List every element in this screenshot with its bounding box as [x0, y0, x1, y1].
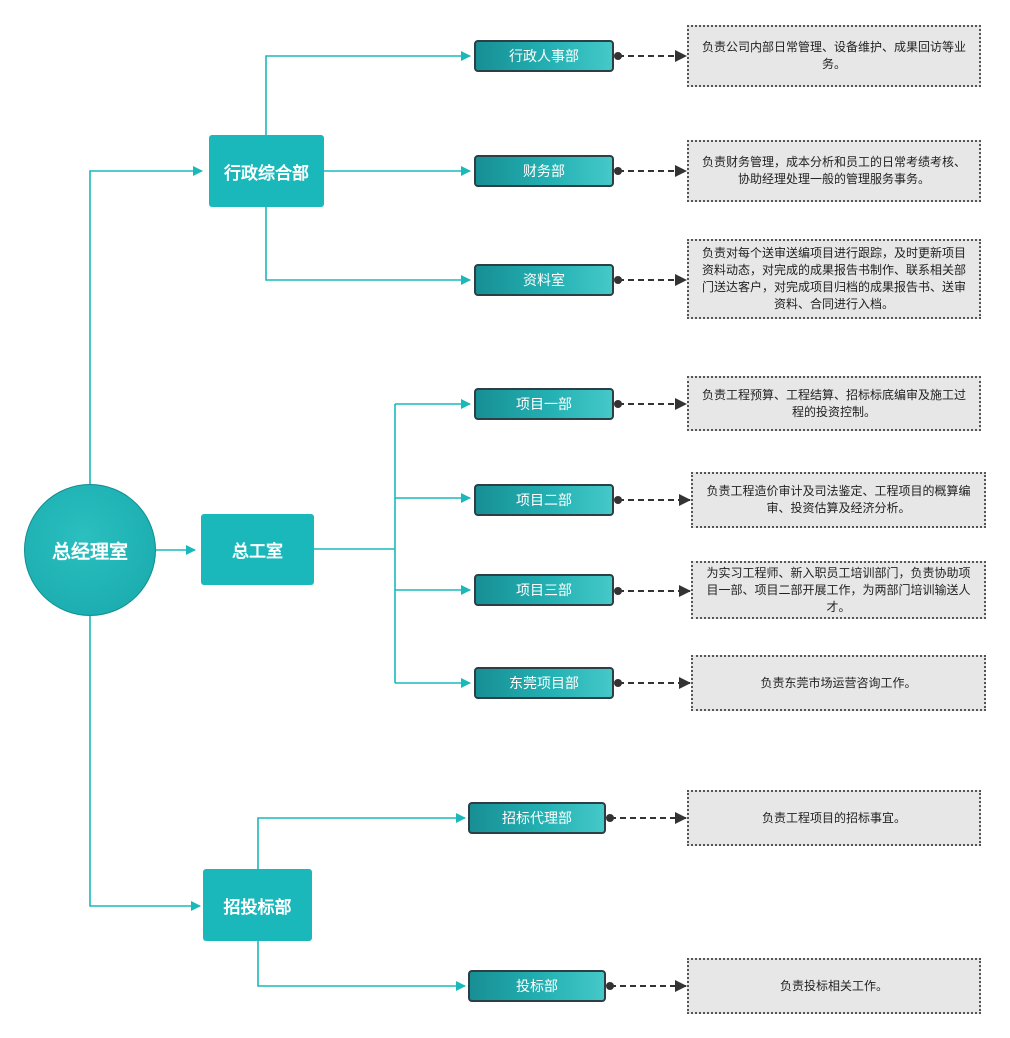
dept-node-bid-agency[interactable]: 招标代理部	[468, 802, 606, 834]
root-label: 总经理室	[51, 541, 128, 563]
desc-box-dongguan: 负责东莞市场运营咨询工作。	[691, 655, 986, 711]
desc-box-archive: 负责对每个送审送编项目进行跟踪，及时更新项目资料动态，对完成的成果报告书制作、联…	[687, 239, 981, 319]
desc-text: 负责东莞市场运营咨询工作。	[760, 675, 917, 690]
group-node-admin[interactable]: 行政综合部	[209, 135, 324, 207]
desc-text: 负责公司内部日常管理、设备维护、成果回访等业务。	[701, 40, 966, 71]
dept-node-bidding[interactable]: 投标部	[468, 970, 606, 1002]
dept-label: 行政人事部	[509, 48, 579, 64]
desc-text: 负责投标相关工作。	[779, 978, 888, 993]
dept-label: 投标部	[516, 978, 558, 994]
admin-to-hr-line	[265, 51, 471, 135]
group-node-bidding[interactable]: 招投标部	[203, 869, 312, 941]
desc-text: 负责工程预算、工程结算、招标标底编审及施工过程的投资控制。	[701, 387, 966, 419]
desc-text: 负责财务管理，成本分析和员工的日常考绩考核、协助经理处理一般的管理服务事务。	[701, 155, 966, 186]
dept-node-project-2[interactable]: 项目二部	[474, 484, 614, 516]
bidding-to-agency-line	[257, 813, 466, 869]
desc-text: 负责对每个送审送编项目进行跟踪，及时更新项目资料动态，对完成的成果报告书制作、联…	[701, 246, 966, 311]
dept-label: 项目二部	[516, 492, 572, 508]
group-node-engineering[interactable]: 总工室	[201, 514, 314, 585]
desc-text: 为实习工程师、新入职员工培训部门，负责协助项目一部、项目二部开展工作，为两部门培…	[706, 565, 971, 614]
group-label: 总工室	[232, 542, 283, 561]
dept-label: 项目三部	[516, 582, 572, 598]
desc-box-project-3: 为实习工程师、新入职员工培训部门，负责协助项目一部、项目二部开展工作，为两部门培…	[691, 561, 986, 619]
dept-label: 东莞项目部	[509, 675, 579, 691]
desc-box-bidding: 负责投标相关工作。	[687, 958, 981, 1014]
dept-label: 项目一部	[516, 396, 572, 412]
dept-node-project-3[interactable]: 项目三部	[474, 574, 614, 606]
root-to-admin-line	[89, 166, 203, 484]
engineering-trunk-line	[314, 404, 396, 683]
dept-label: 资料室	[523, 272, 565, 288]
dept-node-finance[interactable]: 财务部	[474, 155, 614, 187]
admin-to-archive-line	[265, 207, 471, 285]
desc-box-hr: 负责公司内部日常管理、设备维护、成果回访等业务。	[687, 25, 981, 87]
desc-text: 负责工程项目的招标事宜。	[761, 810, 906, 825]
group-label: 招投标部	[223, 897, 292, 917]
desc-box-project-2: 负责工程造价审计及司法鉴定、工程项目的概算编审、投资估算及经济分析。	[691, 472, 986, 528]
root-to-bidding-line	[89, 616, 201, 911]
desc-text: 负责工程造价审计及司法鉴定、工程项目的概算编审、投资估算及经济分析。	[706, 484, 971, 515]
group-label: 行政综合部	[224, 163, 309, 183]
bidding-to-bid-line	[257, 941, 466, 991]
desc-box-finance: 负责财务管理，成本分析和员工的日常考绩考核、协助经理处理一般的管理服务事务。	[687, 140, 981, 202]
dept-node-archive[interactable]: 资料室	[474, 264, 614, 296]
dept-label: 招标代理部	[502, 810, 572, 826]
root-node-general-manager[interactable]: 总经理室	[24, 484, 156, 616]
desc-box-bid-agency: 负责工程项目的招标事宜。	[687, 790, 981, 846]
dept-node-project-1[interactable]: 项目一部	[474, 388, 614, 420]
dept-node-dongguan[interactable]: 东莞项目部	[474, 667, 614, 699]
desc-box-project-1: 负责工程预算、工程结算、招标标底编审及施工过程的投资控制。	[687, 376, 981, 431]
dept-node-hr[interactable]: 行政人事部	[474, 40, 614, 72]
dept-label: 财务部	[523, 163, 565, 179]
